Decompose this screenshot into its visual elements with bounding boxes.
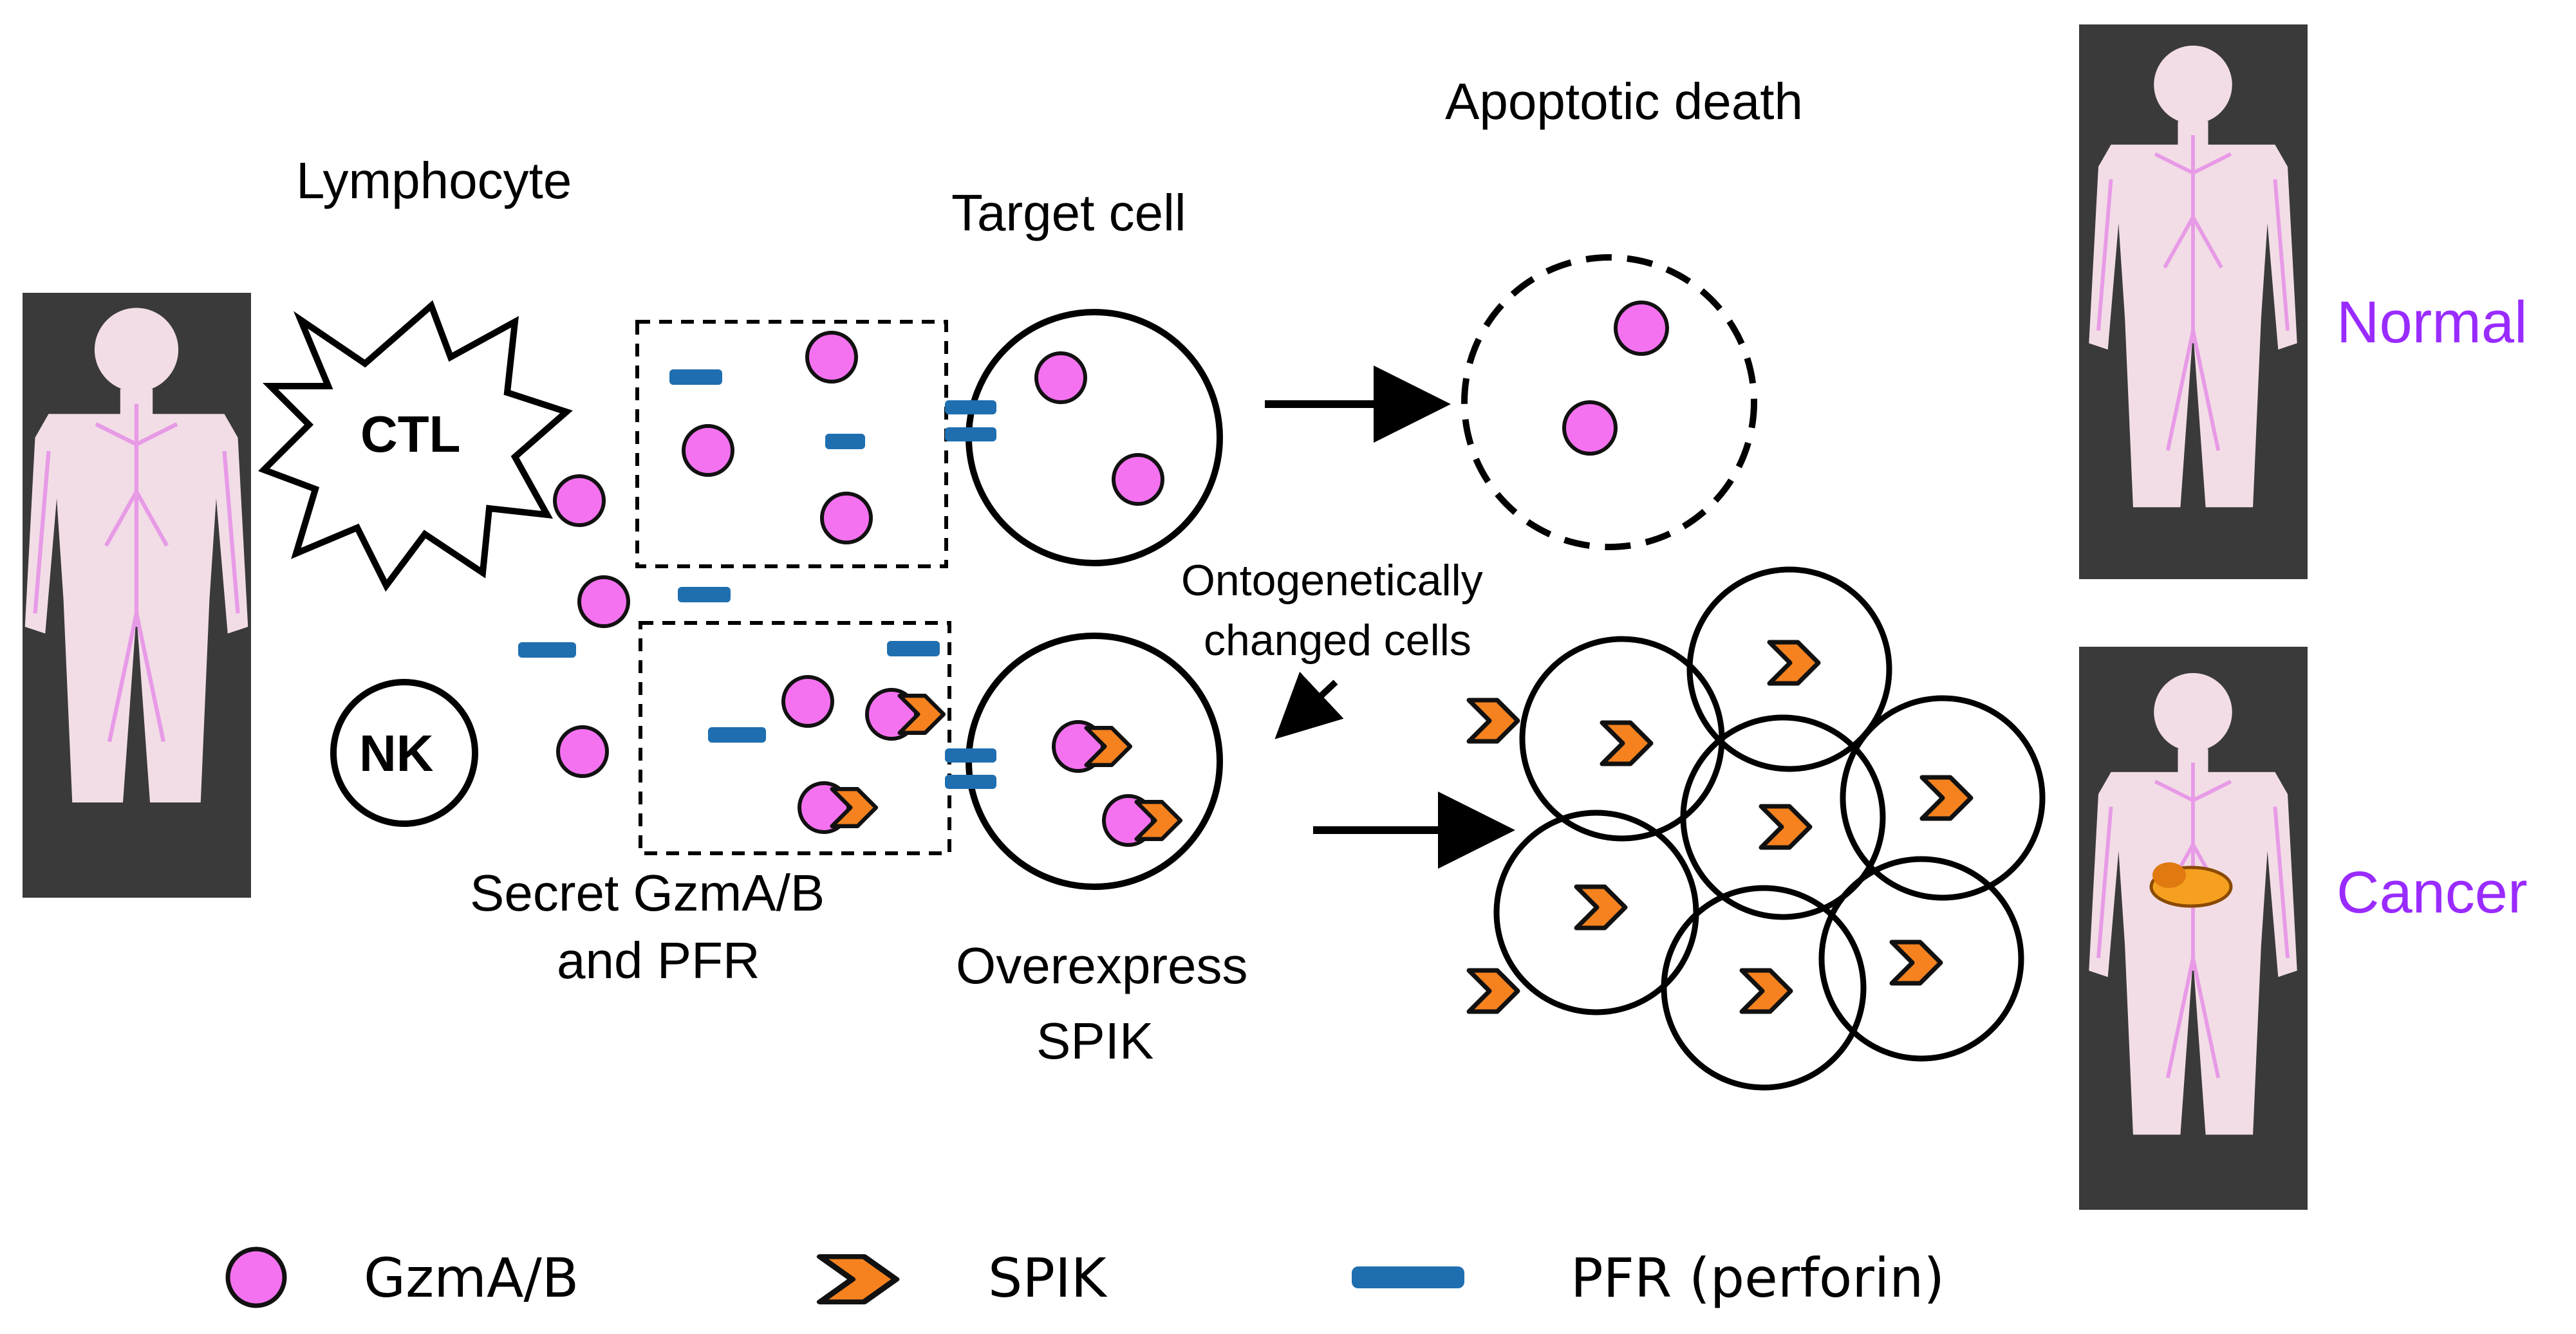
label-ontogenetic-line2: changed cells: [1204, 616, 1471, 665]
pfr-bar: [825, 434, 865, 449]
legend-gzm-icon: [225, 1246, 287, 1308]
tumor-cell: [1686, 566, 1892, 772]
legend-pfr-label: PFR (perforin): [1571, 1246, 1945, 1310]
pfr-pore: [945, 775, 996, 789]
tumor-cell: [1680, 714, 1886, 920]
nk-cell: NK: [330, 679, 478, 827]
tumor-cell: [1661, 885, 1867, 1091]
pfr-bar: [518, 642, 576, 658]
legend-spik-icon: [820, 1257, 896, 1302]
gzm-granule: [1034, 351, 1087, 404]
gzm-granule: [556, 725, 609, 778]
pfr-bar: [708, 727, 766, 743]
gzm-spik-complex: [798, 781, 876, 834]
gzm-granule: [577, 575, 630, 628]
label-secret-line1: Secret GzmA/B: [470, 864, 825, 922]
pfr-bar: [678, 587, 731, 602]
label-apoptotic-death: Apoptotic death: [1445, 73, 1803, 130]
gzm-granules: [553, 331, 873, 778]
nk-label: NK: [359, 725, 434, 782]
ctl-cell: CTL: [257, 300, 573, 592]
pfr-pore: [945, 748, 996, 763]
ctl-label: CTL: [360, 405, 461, 463]
label-lymphocyte: Lymphocyte: [296, 152, 572, 209]
pfr-bar: [669, 369, 722, 385]
gzm-granule: [553, 474, 606, 527]
pfr-pore: [945, 427, 996, 441]
ctl-starburst: [257, 300, 573, 592]
label-target-cell: Target cell: [951, 184, 1186, 241]
gzm-granule: [1562, 400, 1618, 456]
human-silhouette-cancer: [2079, 647, 2308, 1210]
legend-pfr-icon: [1352, 1266, 1464, 1288]
human-silhouette-left: [23, 293, 251, 898]
label-overexpress-line1: Overexpress: [956, 937, 1247, 994]
gzm-granule: [805, 331, 858, 384]
target-cell-normal: [945, 309, 1223, 566]
secretion-box-bottom: [639, 621, 951, 855]
legend: GzmA/B SPIK PFR (perforin): [225, 1246, 1945, 1310]
gzm-granule: [1112, 453, 1164, 506]
label-secret-line2: and PFR: [557, 932, 760, 989]
arrow-ontogenetic: [1274, 671, 1344, 739]
gzm-granule: [682, 424, 734, 477]
secretion-box-top: [635, 320, 948, 568]
gzm-granule: [1614, 301, 1669, 356]
pfr-molecules: [518, 369, 940, 743]
label-overexpress-line2: SPIK: [1036, 1012, 1153, 1070]
apoptotic-cell: [1461, 254, 1757, 550]
gzm-spik-complex: [865, 688, 944, 741]
tumor-cell: [1840, 695, 2046, 901]
tumor-icon: [2149, 862, 2233, 908]
legend-gzm-label: GzmA/B: [364, 1246, 579, 1310]
pfr-pore: [945, 400, 996, 414]
human-silhouette-normal: [2079, 24, 2308, 579]
gzm-granule: [781, 675, 834, 728]
label-ontogenetic-line1: Ontogenetically: [1181, 556, 1483, 605]
legend-spik-label: SPIK: [988, 1246, 1108, 1310]
pfr-bar: [887, 641, 940, 656]
label-cancer: Cancer: [2337, 860, 2528, 925]
tumor-cell: [1818, 856, 2024, 1062]
gzm-granule: [820, 492, 873, 544]
tumor-cluster: [1469, 566, 2046, 1091]
label-normal: Normal: [2337, 290, 2527, 355]
target-cell-cancer: [945, 633, 1223, 890]
